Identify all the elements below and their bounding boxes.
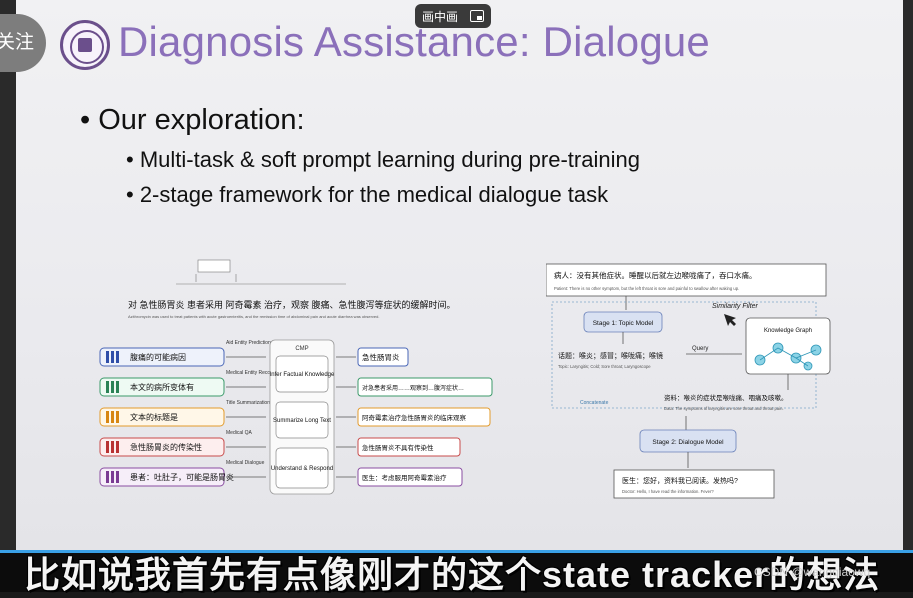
sub-bullet-1: • Multi-task & soft prompt learning duri… — [126, 147, 640, 172]
bullet-main: • Our exploration: — [80, 104, 305, 136]
subtitle-bar — [0, 552, 913, 592]
right-figure: 病人：没有其他症状。睡醒以后就左边喉咙痛了，吞口水痛。 Patient: The… — [546, 263, 831, 499]
output-3: 阿奇霉素治疗急性肠胃炎的临床观察 — [362, 413, 467, 422]
patient-text-en: Patient: There is no other symptom, but … — [554, 286, 739, 291]
task-5: Medical Dialogue — [226, 460, 265, 466]
input-row-1: 腹痛的可能病因 — [99, 347, 225, 367]
input-row-3: 文本的标题是 — [99, 407, 225, 427]
topic-text-en: Topic: Laryngitis; Cold; Sore throat; La… — [558, 364, 651, 369]
topic-text: 话题：喉炎；感冒；喉咙痛；喉镜 — [558, 351, 663, 360]
pip-icon — [470, 10, 484, 22]
university-logo-icon — [60, 20, 110, 70]
doctor-text: 医生：您好，资料我已阅读。发热吗? — [622, 476, 738, 485]
module-2: Summarize Long Text — [273, 418, 331, 424]
slide: Diagnosis Assistance: Dialogue • Our exp… — [16, 0, 903, 552]
module-3: Understand & Respond — [271, 466, 333, 472]
input-row-2: 本文的病所变体有 — [99, 377, 225, 397]
input-4: 急性肠胃炎的传染性 — [130, 442, 202, 452]
follow-button[interactable]: 关注 — [0, 14, 46, 72]
output-2: 对急患者采用……观察到…腹泻症状… — [362, 384, 464, 392]
module-1: Infer Factual Knowledge — [270, 372, 335, 378]
input-2: 本文的病所变体有 — [130, 382, 194, 392]
left-figure: 对 急性肠胃炎 患者采用 阿奇霉素 治疗，观察 腹痛、急性腹泻等症状的缓解时间。… — [99, 259, 493, 495]
query-label: Query — [692, 346, 708, 352]
similarity-filter: Similarity Filter — [712, 303, 759, 310]
input-3: 文本的标题是 — [130, 412, 178, 422]
output-4: 急性肠胃炎不具有传染性 — [362, 443, 434, 452]
left-top-sentence-en: Azithromycin was used to treat patients … — [128, 314, 379, 319]
doctor-text-en: Doctor: Hello, I have read the informati… — [622, 489, 714, 494]
material-text: 资料：喉炎的症状是喉咙痛、咽痛及咳嗽。 — [664, 393, 788, 402]
material-text-en: Data: The symptoms of laryngitis are sor… — [664, 406, 784, 411]
pip-button[interactable]: 画中画 — [415, 4, 491, 28]
progress-line — [0, 550, 913, 553]
patient-text: 病人：没有其他症状。睡醒以后就左边喉咙痛了，吞口水痛。 — [554, 270, 757, 280]
slide-title: Diagnosis Assistance: Dialogue — [118, 18, 710, 65]
left-border — [0, 0, 16, 552]
subtitle-text: 比如说我首先有点像刚才的这个state tracker的想法 — [24, 554, 881, 595]
task-4: Medical QA — [226, 430, 253, 436]
task-3: Title Summarization — [226, 400, 270, 406]
task-1: Aid Entity Prediction — [226, 340, 271, 346]
input-5: 患者：吐肚子，可能是肠胃炎 — [130, 472, 234, 482]
output-1: 急性肠胃炎 — [362, 352, 400, 362]
cmp-title: CMP — [295, 346, 308, 352]
watermark: CSDN @wangqiaowq — [754, 565, 871, 579]
mouse-cursor-icon — [724, 314, 736, 326]
right-border — [903, 0, 913, 552]
left-top-sentence: 对 急性肠胃炎 患者采用 阿奇霉素 治疗，观察 腹痛、急性腹泻等症状的缓解时间。 — [128, 299, 456, 310]
knowledge-graph-label: Knowledge Graph — [764, 328, 812, 334]
input-row-5: 患者：吐肚子，可能是肠胃炎 — [99, 467, 234, 487]
pip-label: 画中画 — [422, 9, 459, 24]
input-row-4: 急性肠胃炎的传染性 — [99, 437, 225, 457]
sub-bullet-2: • 2-stage framework for the medical dial… — [126, 182, 609, 207]
stage2-box: Stage 2: Dialogue Model — [652, 439, 724, 446]
task-2: Medical Entity Recognition — [226, 370, 285, 376]
input-1: 腹痛的可能病因 — [130, 352, 186, 362]
output-5: 医生：考虑服用阿奇霉素治疗 — [362, 473, 447, 482]
concatenate-label: Concatenate — [580, 400, 609, 406]
stage1-box: Stage 1: Topic Model — [593, 320, 654, 327]
